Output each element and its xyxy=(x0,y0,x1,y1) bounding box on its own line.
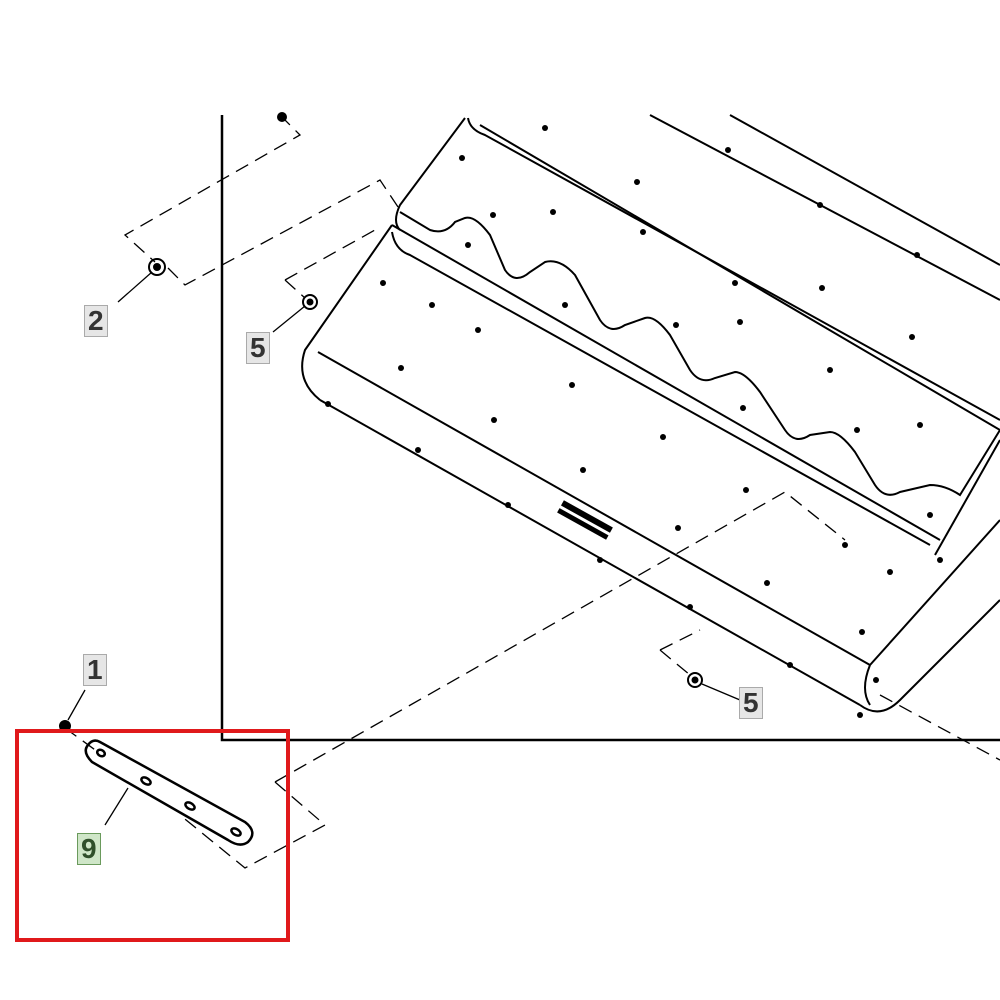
strap-part-9[interactable] xyxy=(84,739,254,846)
panel-holes xyxy=(325,125,943,718)
frame xyxy=(220,115,1000,742)
callout-leaders xyxy=(67,271,741,826)
callout-1[interactable]: 1 xyxy=(83,654,107,686)
hardware xyxy=(59,112,703,732)
leader-dashes xyxy=(64,114,1000,869)
selected-part-highlight xyxy=(15,729,290,942)
callout-9-selected[interactable]: 9 xyxy=(77,833,101,865)
panel-logo xyxy=(557,500,613,540)
callout-5-upper[interactable]: 5 xyxy=(246,332,270,364)
callout-2[interactable]: 2 xyxy=(84,305,108,337)
callout-5-lower[interactable]: 5 xyxy=(739,687,763,719)
panel-assembly xyxy=(301,114,1000,713)
